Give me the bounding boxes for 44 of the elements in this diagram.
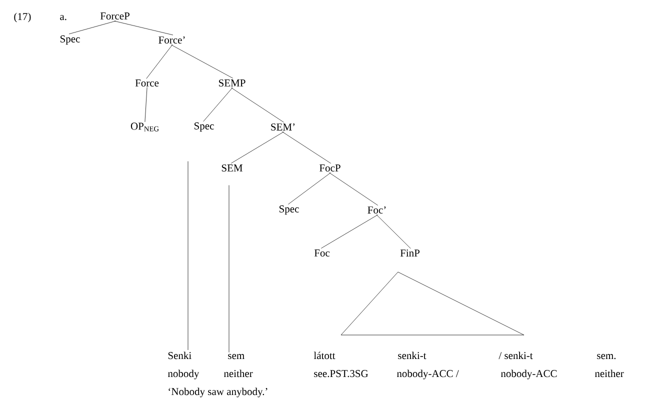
branch-line	[68, 20, 116, 34]
gloss-text: nobody-ACC /	[396, 370, 459, 380]
tree-label: Foc	[314, 250, 330, 256]
tree-label: Force’	[158, 36, 185, 44]
tree-label: Spec	[60, 35, 80, 45]
tree-label: FinP	[400, 250, 420, 256]
gloss-text: (17)	[14, 12, 31, 22]
tree-label: Spec	[194, 122, 214, 132]
branch-line	[230, 87, 284, 123]
gloss-text: senki-t	[398, 352, 426, 360]
gloss-text: sem.	[597, 354, 616, 360]
branch-line	[170, 44, 234, 78]
word: sem	[228, 354, 244, 360]
branch-line	[282, 132, 332, 164]
tree-label: SEM	[222, 164, 242, 172]
gloss-text: / senki-t	[498, 352, 533, 360]
branch-line	[376, 214, 411, 249]
gloss-text: a.	[60, 15, 66, 20]
branch-line	[328, 172, 378, 206]
tree-label: SEM’	[271, 123, 295, 131]
tree-label: ForceP	[100, 12, 130, 20]
branch-line	[144, 87, 148, 122]
gloss-text: ‘Nobody saw anybody.’	[168, 388, 268, 398]
word: Senki	[168, 352, 192, 360]
branch-line	[288, 172, 331, 204]
tree-label: OP$_{NEG}$	[130, 122, 159, 132]
branch-line	[230, 132, 284, 164]
gloss-text: neither	[594, 370, 624, 378]
gloss-text: nobody	[168, 370, 200, 380]
gloss-text: látott	[314, 352, 336, 360]
tree-label: Foc’	[368, 206, 386, 214]
tree-label: Spec	[280, 205, 299, 215]
tree-label: Force	[135, 80, 159, 86]
triangle-roof	[340, 272, 524, 336]
branch-line	[114, 20, 174, 36]
trace-line	[228, 185, 230, 353]
gloss-text: see.PST.3SG	[314, 370, 368, 378]
branch-line	[203, 87, 233, 122]
tree-label: FocP	[320, 164, 340, 172]
gloss-text: nobody-ACC	[500, 370, 557, 380]
branch-line	[320, 214, 378, 249]
tree-label: SEMP	[219, 79, 246, 87]
branch-line	[146, 44, 173, 79]
gloss-text: neither	[224, 370, 253, 378]
